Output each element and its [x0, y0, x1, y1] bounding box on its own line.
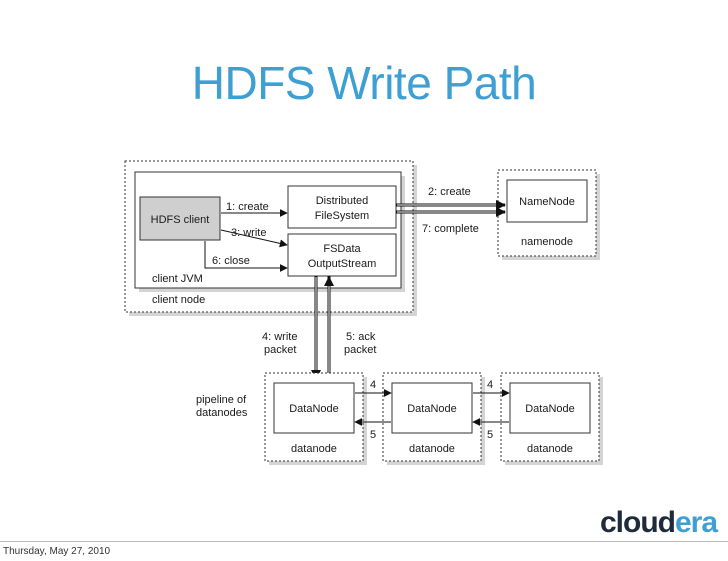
- cloudera-logo: cloudera: [600, 506, 718, 540]
- slide-title: HDFS Write Path: [191, 57, 537, 109]
- fsdata-outputstream-box: [287, 233, 397, 277]
- namenode-box: [506, 179, 588, 223]
- namenode-label: NameNode: [519, 196, 575, 208]
- arrow-write-3: [220, 229, 288, 248]
- datanode-host-label-2: datanode: [409, 443, 455, 455]
- footer-divider: [0, 541, 728, 542]
- distributed-filesystem-box: [287, 185, 397, 229]
- logo-part-2: era: [675, 506, 718, 539]
- pipeline-label-line2: datanodes: [196, 407, 248, 419]
- dfs-label-line2: FileSystem: [315, 210, 369, 222]
- hdfs-client-box: [139, 196, 221, 241]
- datanode-label-2: DataNode: [407, 403, 457, 415]
- label-ack-5-a: 5: [370, 429, 376, 441]
- datanode-label-3: DataNode: [525, 403, 575, 415]
- datanode-box-1: [273, 382, 355, 434]
- namenode-host-label: namenode: [521, 236, 573, 248]
- label-write-packet-line2: packet: [264, 344, 296, 356]
- footer-date: Thursday, May 27, 2010: [3, 546, 111, 557]
- datanode-label-1: DataNode: [289, 403, 339, 415]
- label-ack-packet-line1: 5: ack: [346, 331, 376, 343]
- pipeline-label-line1: pipeline of: [196, 394, 247, 406]
- datanode-box-3: [509, 382, 591, 434]
- label-write-packet-line1: 4: write: [262, 331, 297, 343]
- label-close-6: 6: close: [212, 255, 250, 267]
- label-forward-4-b: 4: [487, 379, 493, 391]
- label-ack-packet-line2: packet: [344, 344, 376, 356]
- label-forward-4-a: 4: [370, 379, 376, 391]
- label-write-3: 3: write: [231, 227, 266, 239]
- client-node-label: client node: [152, 294, 205, 306]
- datanode-host-label-3: datanode: [527, 443, 573, 455]
- datanode-host-label-1: datanode: [291, 443, 337, 455]
- fsdata-label-line1: FSData: [323, 243, 361, 255]
- hdfs-client-label: HDFS client: [151, 214, 210, 226]
- arrow-close-6: [204, 241, 288, 272]
- logo-part-1: cloud: [600, 506, 676, 539]
- label-complete-7: 7: complete: [422, 223, 479, 235]
- fsdata-label-line2: OutputStream: [308, 258, 376, 270]
- label-create-2: 2: create: [428, 186, 471, 198]
- datanode-box-2: [391, 382, 473, 434]
- dfs-label-line1: Distributed: [316, 195, 369, 207]
- label-create-1: 1: create: [226, 201, 269, 213]
- client-jvm-label: client JVM: [152, 273, 203, 285]
- label-ack-5-b: 5: [487, 429, 493, 441]
